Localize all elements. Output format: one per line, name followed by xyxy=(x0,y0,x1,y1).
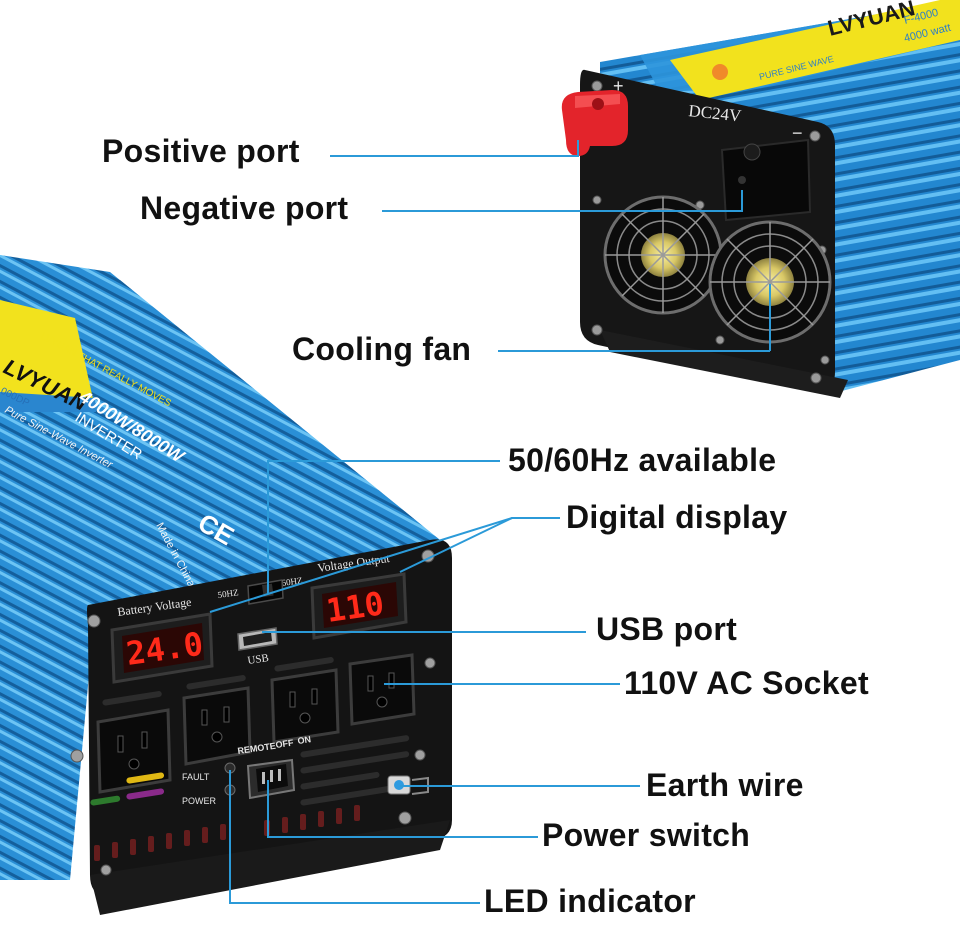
callout-power-switch: Power switch xyxy=(542,817,751,853)
rear-yellow-sticker xyxy=(670,0,960,100)
leader-lines xyxy=(209,140,771,904)
on-label: ON xyxy=(297,734,312,746)
callout-positive-port: Positive port xyxy=(102,133,300,169)
front-unit: LVYUAN 000DP LVYUAN THAT REALLY MOVES Pu… xyxy=(0,255,452,915)
negative-terminal xyxy=(720,138,812,222)
rear-polarity-minus: − xyxy=(792,123,803,143)
callout-digital-display: Digital display xyxy=(566,499,788,535)
callout-led-indicator: LED indicator xyxy=(484,883,696,919)
cooling-fan-right xyxy=(708,220,832,344)
fault-label: FAULT xyxy=(182,772,210,782)
leader-negative-port xyxy=(382,190,743,212)
usb-label: USB xyxy=(247,652,270,667)
callout-negative-port: Negative port xyxy=(140,190,349,226)
ac-socket-2[interactable] xyxy=(182,686,252,766)
callout-cooling-fan: Cooling fan xyxy=(292,331,472,367)
leader-positive-port xyxy=(330,140,579,157)
ac-socket-3[interactable] xyxy=(270,668,340,744)
off-label: OFF xyxy=(275,738,295,750)
freq-50-label: 50HZ xyxy=(217,587,239,600)
rear-polarity-plus: + xyxy=(613,76,624,96)
front-vents xyxy=(102,657,410,806)
ac-socket-4[interactable] xyxy=(348,653,416,726)
callout-frequency: 50/60Hz available xyxy=(508,442,777,478)
leader-power-switch xyxy=(267,780,538,838)
callout-earth-wire: Earth wire xyxy=(646,767,804,803)
voltage-output-display: 110 xyxy=(310,572,408,640)
leader-frequency xyxy=(267,460,500,594)
power-switch[interactable] xyxy=(246,758,296,800)
callout-ac-socket: 110V AC Socket xyxy=(624,665,869,701)
positive-terminal xyxy=(561,90,628,156)
rear-unit: LVYUAN PURE SINE WAVE F-4000 4000 watt D… xyxy=(561,0,960,398)
ac-socket-1[interactable] xyxy=(96,708,172,794)
voltage-output-value: 110 xyxy=(324,584,387,630)
power-label: POWER xyxy=(182,796,217,806)
front-yellow-sticker xyxy=(0,300,95,408)
leader-digital-display-2 xyxy=(209,517,513,613)
cooling-fan-left xyxy=(603,195,723,315)
usb-port[interactable] xyxy=(237,627,278,651)
battery-voltage-display: 24.0 xyxy=(110,612,214,684)
leader-led-indicator xyxy=(229,770,480,904)
callout-usb-port: USB port xyxy=(596,611,738,647)
